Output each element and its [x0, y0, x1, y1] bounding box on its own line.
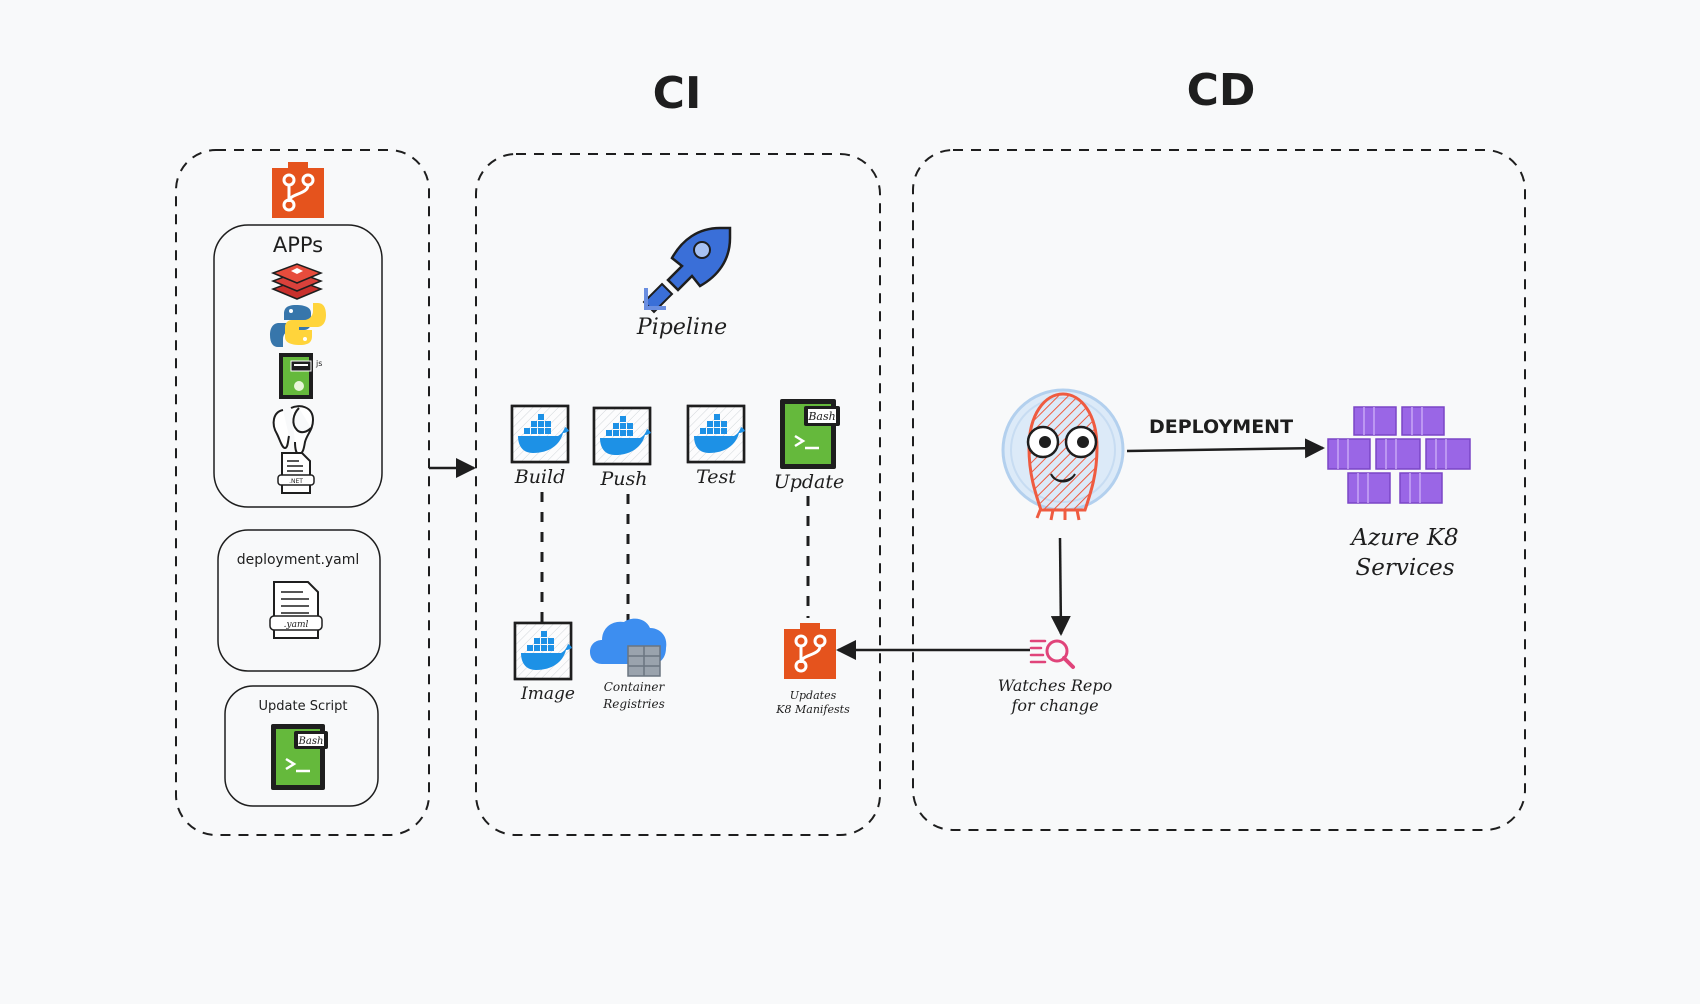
- deployment-label: DEPLOYMENT: [1149, 416, 1293, 438]
- update-script-box: [224, 685, 379, 807]
- azure-pipelines-icon: [642, 226, 732, 314]
- watch-label-line2: for change: [1010, 696, 1098, 715]
- bash-update-icon: Bash: [780, 399, 840, 469]
- aks-icon: [1327, 406, 1471, 504]
- docker-push-icon: [592, 406, 653, 466]
- apps-box: [213, 224, 383, 508]
- manifests-label-line2: K8 Manifests: [775, 703, 850, 716]
- git-manifests-icon: [782, 621, 838, 681]
- bash-icon: Bash: [271, 724, 328, 790]
- yaml-file-icon: .yaml: [269, 581, 323, 639]
- test-label: Test: [696, 466, 736, 488]
- deployment-arrow: [1126, 438, 1325, 459]
- redis-icon: [270, 263, 324, 300]
- source-container: [175, 149, 430, 836]
- deployment-yaml-label: deployment.yaml: [237, 552, 360, 568]
- aks-label-line2: Services: [1355, 555, 1454, 581]
- docker-build-icon: [510, 404, 571, 464]
- manifests-label-line1: Updates: [790, 689, 837, 702]
- bash-tag: Bash: [298, 736, 324, 747]
- docker-image-icon: [513, 621, 574, 681]
- ci-container: [475, 153, 881, 836]
- nodejs-icon: js: [279, 353, 322, 399]
- update-script-label: Update Script: [259, 699, 348, 714]
- watch-label-line1: Watches Repo: [998, 676, 1112, 695]
- push-label: Push: [599, 468, 647, 490]
- argocd-icon: [1001, 388, 1125, 521]
- aks-label-line1: Azure K8: [1349, 525, 1458, 551]
- container-registry-icon: [590, 618, 667, 677]
- net-tag: .NET: [289, 478, 303, 485]
- dotnet-file-icon: .NET: [277, 452, 315, 494]
- python-icon: [270, 303, 326, 347]
- yaml-tag: .yaml: [284, 620, 309, 630]
- svg-text:js: js: [315, 359, 322, 368]
- registries-label-line1: Container: [604, 680, 666, 694]
- search-repo-icon: [1029, 639, 1075, 669]
- argocd-to-watch-arrow: [1050, 537, 1071, 636]
- build-label: Build: [514, 466, 566, 488]
- postgres-icon: [272, 405, 315, 456]
- registries-label-line2: Registries: [602, 697, 664, 711]
- pipeline-label: Pipeline: [636, 315, 727, 340]
- cd-title: CD: [1187, 65, 1256, 116]
- ci-title: CI: [653, 68, 702, 119]
- deployment-yaml-box: [217, 529, 381, 672]
- image-label: Image: [520, 684, 575, 704]
- git-repo-icon: [270, 160, 326, 220]
- update-label: Update: [774, 471, 845, 493]
- docker-test-icon: [686, 404, 747, 464]
- apps-label: APPs: [273, 233, 323, 257]
- update-bash-tag: Bash: [807, 410, 835, 423]
